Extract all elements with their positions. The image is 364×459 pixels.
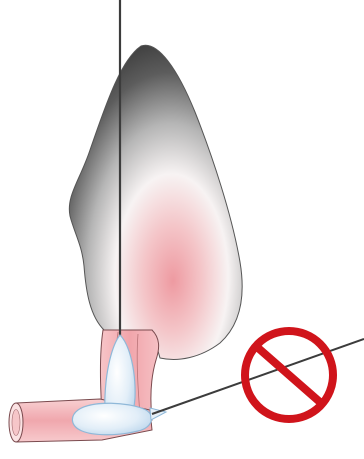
prohibition-icon <box>245 331 333 419</box>
vessel-opening-inner <box>12 410 20 436</box>
tissue-body <box>69 45 242 359</box>
balloon-lower <box>72 403 151 435</box>
